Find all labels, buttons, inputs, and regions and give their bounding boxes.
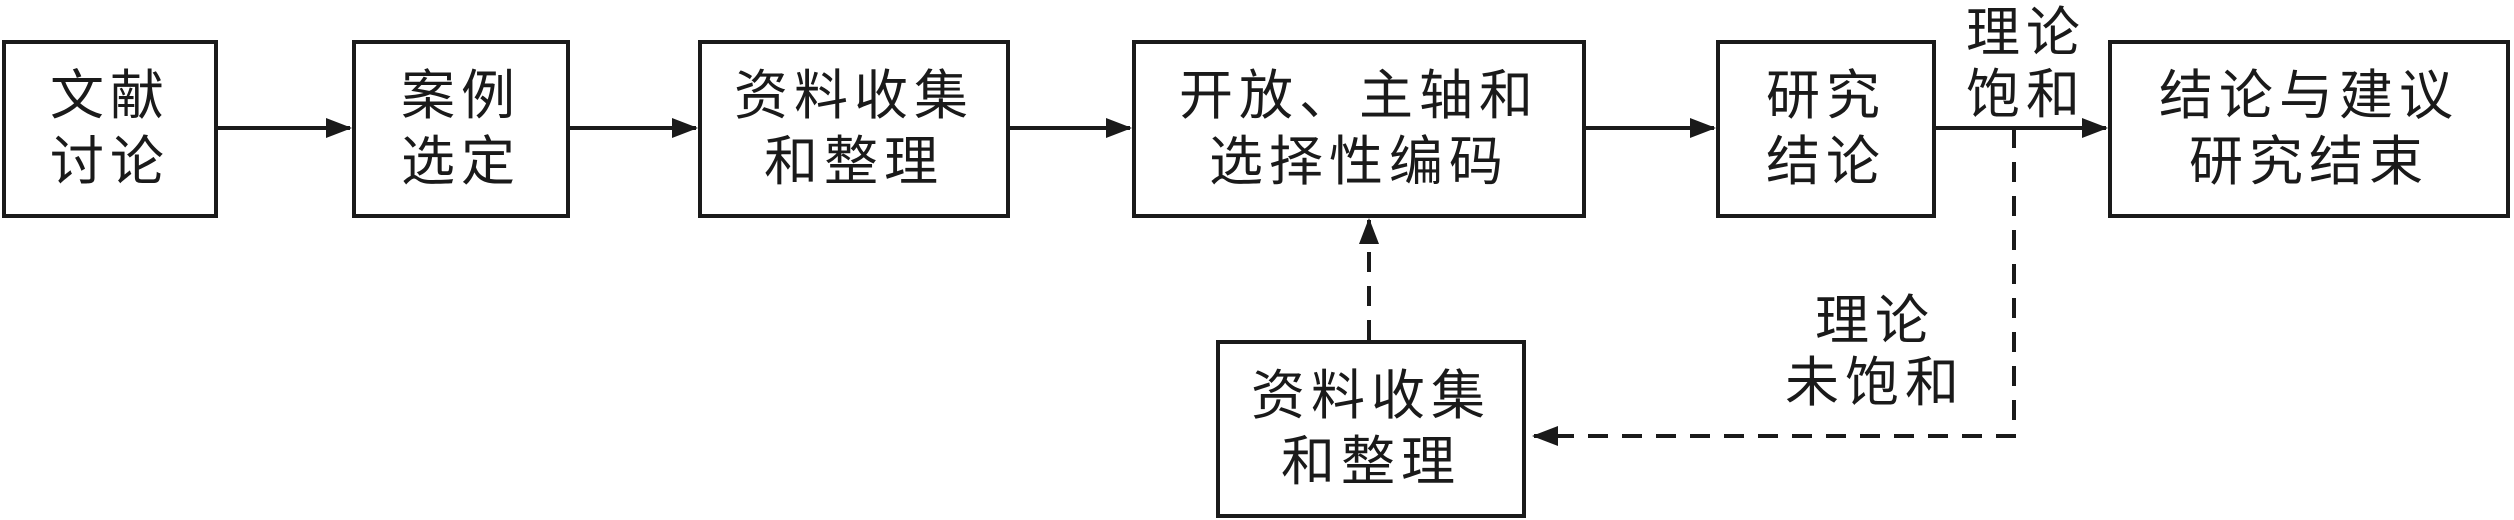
theory-saturated-line-2: 饱和 — [1966, 63, 2086, 126]
theory-unsaturated-line-1: 理论 — [1815, 289, 1935, 352]
data-collection-box: 资料收集 和整理 — [698, 40, 1010, 218]
research-conclusion-box: 研究 结论 — [1716, 40, 1936, 218]
literature-review-line-1: 文献 — [50, 64, 170, 127]
research-end-line-2: 研究结束 — [2189, 130, 2429, 193]
research-conclusion-line-1: 研究 — [1766, 64, 1886, 127]
case-selection-line-1: 案例 — [401, 64, 521, 127]
theory-saturated-label: 理论 饱和 — [1952, 2, 2100, 126]
theory-unsaturated-line-2: 未饱和 — [1785, 351, 1965, 414]
data-collection-loop-line-1: 资料收集 — [1251, 364, 1491, 427]
coding-line-2: 选择性编码 — [1209, 130, 1509, 193]
data-collection-line-1: 资料收集 — [734, 64, 974, 127]
literature-review-box: 文献 讨论 — [2, 40, 218, 218]
research-end-line-1: 结论与建议 — [2159, 64, 2459, 127]
research-end-box: 结论与建议 研究结束 — [2108, 40, 2510, 218]
research-conclusion-line-2: 结论 — [1766, 130, 1886, 193]
data-collection-loop-line-2: 和整理 — [1281, 430, 1461, 493]
data-collection-line-2: 和整理 — [764, 130, 944, 193]
literature-review-line-2: 讨论 — [50, 130, 170, 193]
data-collection-loop-box: 资料收集 和整理 — [1216, 340, 1526, 518]
coding-line-1: 开放、主轴和 — [1179, 64, 1539, 127]
coding-box: 开放、主轴和 选择性编码 — [1132, 40, 1586, 218]
theory-saturated-line-1: 理论 — [1966, 1, 2086, 64]
theory-unsaturated-label: 理论 未饱和 — [1760, 290, 1990, 414]
dashed-arrow-unsaturated-feedback — [1532, 128, 2016, 446]
case-selection-box: 案例 选定 — [352, 40, 570, 218]
case-selection-line-2: 选定 — [401, 130, 521, 193]
